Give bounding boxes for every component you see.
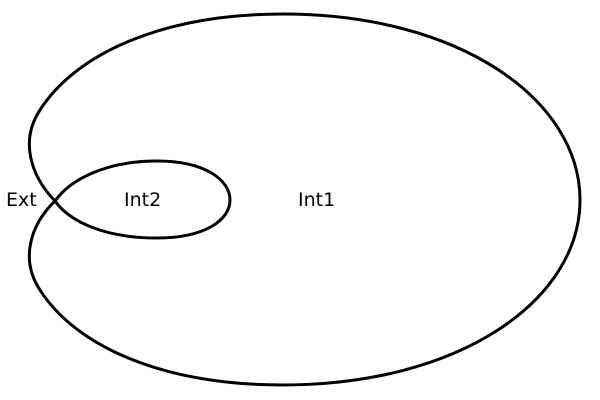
label-outer-region: Int1 xyxy=(298,189,335,211)
label-inner-region: Int2 xyxy=(124,189,161,211)
inner-loop-curve xyxy=(53,159,232,240)
label-exterior: Ext xyxy=(6,189,37,211)
outer-loop-curve xyxy=(27,12,582,387)
